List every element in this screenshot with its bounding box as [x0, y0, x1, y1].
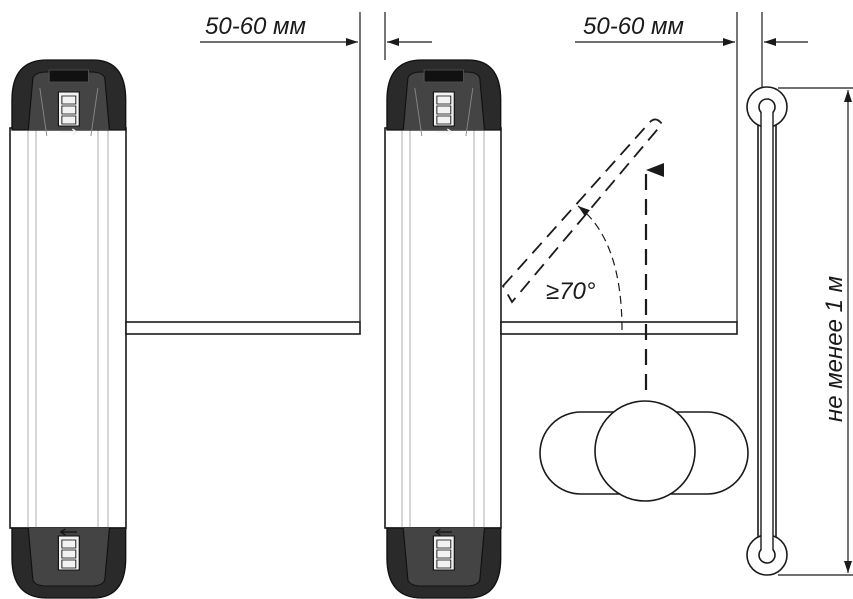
handrail-length-dimension: не менее 1 м [778, 87, 853, 576]
middle-turnstile-arm [500, 321, 738, 335]
middle-turnstile [384, 59, 502, 599]
left-bottom-cap [11, 527, 127, 599]
person-top-view [539, 400, 749, 502]
right-gap-label: 50-60 мм [583, 13, 684, 40]
handrail-length-label: не менее 1 м [821, 276, 848, 422]
angle-arc [577, 205, 623, 331]
right-gap-dimension: 50-60 мм [575, 12, 808, 322]
left-gap-label: 50-60 мм [205, 13, 306, 40]
middle-top-cap [386, 59, 502, 137]
left-turnstile [9, 59, 127, 599]
rotated-arm-dashed [501, 118, 664, 304]
left-gap-dimension: 50-60 мм [200, 12, 432, 322]
angle-label: ≥70° [546, 278, 596, 305]
middle-bottom-cap [386, 527, 502, 599]
left-turnstile-arm [125, 321, 361, 335]
handrail [746, 86, 788, 576]
left-top-cap [11, 59, 127, 137]
